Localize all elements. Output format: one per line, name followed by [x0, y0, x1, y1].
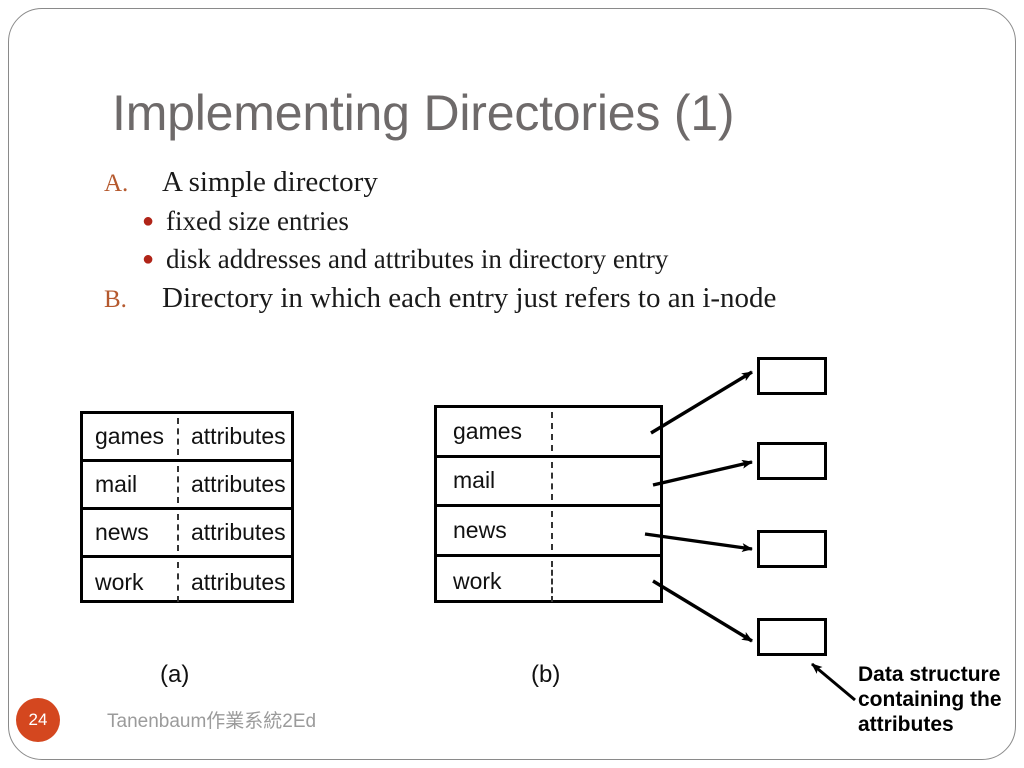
bullet-icon: ● [142, 210, 155, 232]
page-title: Implementing Directories (1) [112, 85, 735, 141]
entry-attributes: attributes [191, 519, 286, 545]
column-divider [177, 418, 179, 455]
table-row: news attributes [83, 510, 291, 558]
table-row: mail attributes [83, 462, 291, 510]
inode-box-mail [757, 442, 827, 480]
footer-text: Tanenbaum作業系統2Ed [107, 711, 317, 732]
list-item-fixed-size-entries-text: fixed size entries [166, 206, 349, 236]
inode-box-news [757, 530, 827, 568]
table-row: work attributes [83, 558, 291, 606]
entry-name: news [453, 516, 507, 543]
inode-box-work [757, 618, 827, 656]
table-row: games [437, 408, 660, 458]
list-marker-b: B. [104, 286, 127, 313]
column-divider [177, 562, 179, 602]
entry-name: games [453, 417, 523, 444]
body-content-list: A. A simple directory ● fixed size entri… [104, 166, 964, 322]
list-item-a: A. A simple directory [104, 166, 964, 199]
entry-name: mail [453, 467, 496, 494]
bullet-icon: ● [142, 248, 155, 270]
directory-table-b: games mail news work [434, 405, 663, 603]
entry-name: mail [95, 471, 138, 497]
table-row: news [437, 507, 660, 557]
list-item-fixed-size-entries: ● fixed size entries [142, 206, 964, 237]
arrow-games-to-inode [650, 370, 753, 435]
entry-name: work [453, 567, 502, 594]
entry-attributes: attributes [191, 423, 286, 449]
list-item-disk-addresses: ● disk addresses and attributes in direc… [142, 244, 964, 275]
table-row: games attributes [83, 414, 291, 462]
list-item-a-text: A simple directory [162, 166, 378, 198]
entry-attributes: attributes [191, 568, 286, 595]
list-item-b: B. Directory in which each entry just re… [104, 282, 964, 315]
entry-attributes: attributes [191, 471, 286, 497]
inode-box-games [757, 357, 827, 395]
arrow-note-to-inode [811, 662, 856, 702]
entry-name: games [95, 423, 165, 449]
arrow-news-to-inode [644, 532, 753, 553]
data-structure-note: Data structure containing the attributes [858, 663, 1002, 736]
list-marker-a: A. [104, 170, 129, 197]
list-item-b-text: Directory in which each entry just refer… [162, 282, 777, 314]
directory-table-a: games attributes mail attributes news at… [80, 411, 294, 603]
table-row: mail [437, 458, 660, 507]
table-row: work [437, 557, 660, 607]
arrow-mail-to-inode [652, 459, 753, 487]
page-number-badge: 24 [16, 698, 60, 742]
column-divider [551, 412, 553, 451]
column-divider [551, 511, 553, 550]
list-item-disk-addresses-text: disk addresses and attributes in directo… [166, 244, 669, 274]
arrow-work-to-inode [652, 579, 753, 643]
column-divider [177, 514, 179, 551]
figure-caption-a: (a) [160, 661, 190, 688]
column-divider [551, 560, 553, 602]
entry-name: work [95, 568, 144, 595]
entry-name: news [95, 519, 149, 545]
figure-caption-b: (b) [531, 661, 561, 688]
column-divider [551, 461, 553, 500]
column-divider [177, 466, 179, 503]
